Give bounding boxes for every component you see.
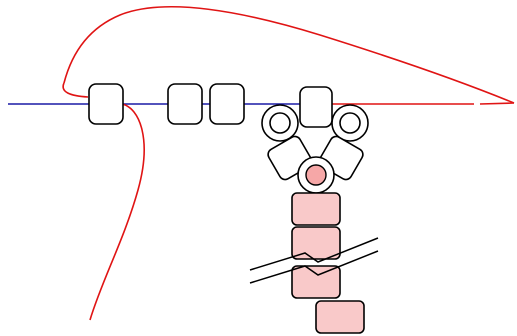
red-descending-curve bbox=[89, 103, 145, 321]
white-box-1 bbox=[88, 83, 124, 125]
ring-center bbox=[297, 156, 335, 194]
break-mark-lower bbox=[249, 250, 379, 284]
ring-left bbox=[261, 104, 299, 142]
white-box-3 bbox=[209, 83, 245, 125]
pink-box-1 bbox=[291, 192, 341, 226]
break-mark-upper bbox=[249, 237, 379, 271]
ring-right bbox=[331, 104, 369, 142]
red-loop-curve bbox=[63, 5, 515, 104]
white-box-top bbox=[299, 86, 333, 128]
pink-box-4 bbox=[315, 300, 365, 334]
red-right-line-b bbox=[479, 102, 515, 105]
white-box-2 bbox=[167, 83, 203, 125]
red-left-link bbox=[62, 82, 89, 98]
pink-box-2 bbox=[291, 226, 341, 260]
pink-box-3 bbox=[291, 265, 341, 299]
